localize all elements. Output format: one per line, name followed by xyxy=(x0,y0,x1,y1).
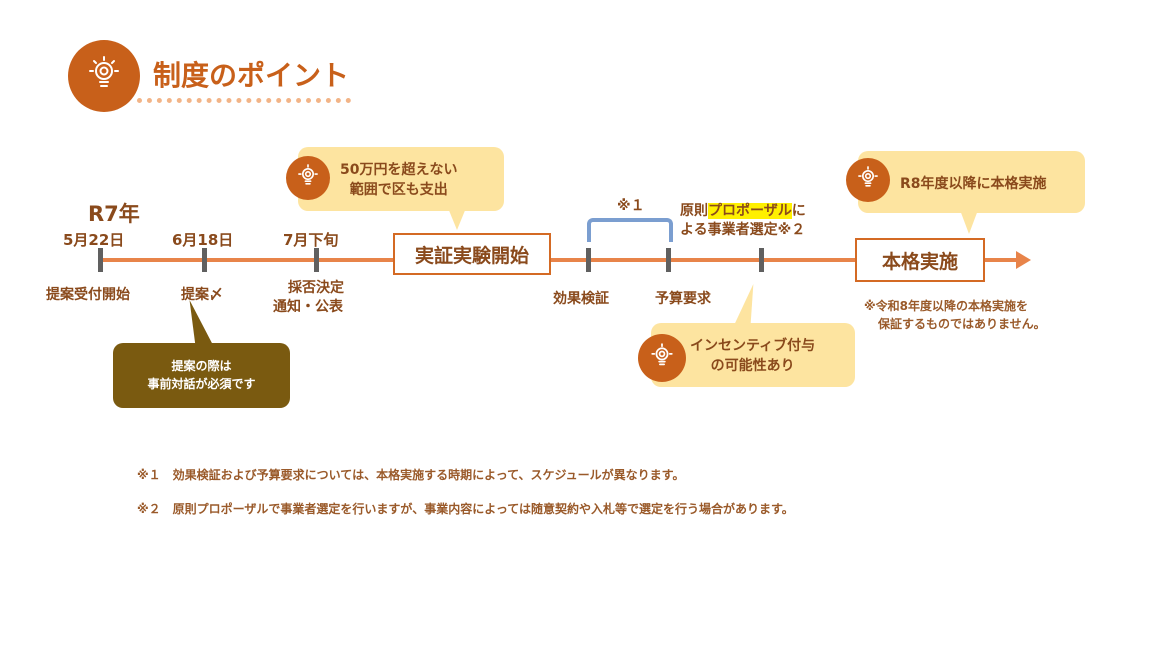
event-submission-close: 提案〆 xyxy=(181,287,223,303)
date-6-18: 6月18日 xyxy=(172,231,234,249)
incentive-callout-icon-circle xyxy=(638,334,686,382)
timeline-line xyxy=(100,258,1018,262)
incentive-line2: の可能性あり xyxy=(710,358,795,374)
incentive-callout-text: インセンティブ付与 の可能性あり xyxy=(690,336,815,376)
selection-pre: 原則 xyxy=(680,203,708,219)
lightbulb-icon xyxy=(84,54,124,98)
timeline-arrowhead xyxy=(1016,251,1031,269)
demo-start-box: 実証実験開始 xyxy=(393,233,551,275)
header-icon-circle xyxy=(68,40,140,112)
incentive-callout-tail xyxy=(734,284,762,324)
demo-start-label: 実証実験開始 xyxy=(414,244,529,267)
r8-callout-tail xyxy=(960,210,978,234)
incentive-line1: インセンティブ付与 xyxy=(690,338,816,354)
selection-line2: よる事業者選定※２ xyxy=(680,222,806,238)
footnote-1: ※１ 効果検証および予算要求については、本格実施する時期によって、スケジュールが… xyxy=(137,468,685,482)
bracket-note1 xyxy=(587,218,673,242)
year-label: R7年 xyxy=(88,202,140,226)
tick-5-22 xyxy=(98,248,103,272)
consult-callout xyxy=(113,343,290,408)
selection-highlight: プロポーザル xyxy=(708,203,792,219)
budget-callout-icon-circle xyxy=(286,156,330,200)
tick-budget xyxy=(666,248,671,272)
lightbulb-icon xyxy=(295,163,321,193)
disclaimer-line1: ※令和8年度以降の本格実施を xyxy=(864,299,1029,313)
disclaimer: ※令和8年度以降の本格実施を 保証するものではありません。 xyxy=(864,297,1046,333)
event-announce: 通知・公表 xyxy=(273,299,343,315)
selection-text: 原則プロポーザルに よる事業者選定※２ xyxy=(680,202,806,240)
r8-callout-text: R8年度以降に本格実施 xyxy=(900,176,1047,192)
event-budget: 予算要求 xyxy=(655,291,711,307)
consult-line2: 事前対話が必須です xyxy=(147,377,256,391)
tick-selection xyxy=(759,248,764,272)
budget-callout xyxy=(298,147,504,211)
bracket-note1-mark: ※１ xyxy=(617,198,645,214)
budget-line2: 範囲で区も支出 xyxy=(349,182,448,198)
consult-callout-tail xyxy=(180,300,214,346)
page-title: 制度のポイント xyxy=(153,59,350,92)
budget-callout-text: 50万円を超えない 範囲で区も支出 xyxy=(340,160,457,200)
r8-callout-icon-circle xyxy=(846,158,890,202)
tick-6-18 xyxy=(202,248,207,272)
event-submission-open: 提案受付開始 xyxy=(46,287,130,303)
consult-callout-text: 提案の際は 事前対話が必須です xyxy=(113,357,290,393)
lightbulb-icon xyxy=(855,165,881,195)
tick-verify xyxy=(586,248,591,272)
disclaimer-line2: 保証するものではありません。 xyxy=(878,317,1046,331)
budget-line1: 50万円を超えない xyxy=(340,162,458,178)
tick-7-late xyxy=(314,248,319,272)
full-impl-box: 本格実施 xyxy=(855,238,985,282)
date-7-late: 7月下旬 xyxy=(283,231,339,249)
title-dotted-underline xyxy=(137,98,351,103)
date-5-22: 5月22日 xyxy=(63,231,125,249)
selection-post: に xyxy=(791,203,806,219)
event-decision: 採否決定 xyxy=(288,280,344,296)
r8-callout xyxy=(858,151,1085,213)
full-impl-label: 本格実施 xyxy=(881,250,958,273)
lightbulb-icon xyxy=(648,342,676,374)
footnote-2: ※２ 原則プロポーザルで事業者選定を行いますが、事業内容によっては随意契約や入札… xyxy=(137,502,794,516)
event-verify: 効果検証 xyxy=(553,291,609,307)
budget-callout-tail xyxy=(448,208,466,230)
consult-line1: 提案の際は xyxy=(171,359,232,373)
